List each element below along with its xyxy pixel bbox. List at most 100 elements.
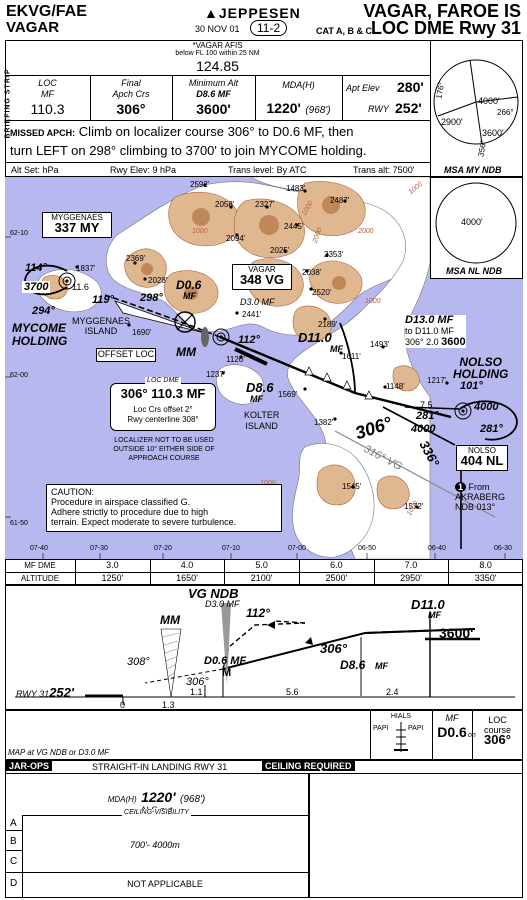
nolso-name: NOLSO — [467, 446, 496, 455]
profile-d110: D11.0 — [411, 597, 445, 612]
alt-cell: 3350' — [474, 573, 497, 583]
elev: 1837' — [76, 264, 96, 273]
dme-cell: 6.0 — [330, 560, 343, 570]
alt-cell: 2100' — [250, 573, 273, 583]
profile-d30-mf: D3.0 MF — [205, 599, 240, 609]
from-akraberg: 1 From AKRABERG NDB 013° — [455, 482, 506, 512]
msa-nl-label: MSA NL NDB — [446, 266, 502, 276]
nolso-alt: 4000 — [411, 423, 436, 435]
dme-cell: 8.0 — [479, 560, 492, 570]
elev: 1572' — [404, 502, 424, 511]
mycome-dist: 11.6 — [72, 282, 89, 292]
on-label: on — [468, 732, 476, 739]
lat-label-6200: 62-00 — [10, 372, 28, 379]
cat-d: D — [10, 878, 18, 889]
afis-sub: below FL 100 within 25 NM — [175, 50, 260, 57]
msa-nl-value: 4000' — [461, 217, 483, 227]
divider — [5, 773, 523, 774]
elev: 2327' — [255, 200, 275, 209]
divider — [255, 75, 256, 120]
elev: 1690' — [132, 328, 152, 337]
contour-label: 2000 — [358, 228, 374, 235]
profile-d86: D8.6 — [340, 658, 366, 672]
divider — [342, 75, 343, 120]
divider — [149, 559, 151, 585]
missed-approach-text-2: turn LEFT on 298° climbing to 3700' to j… — [10, 143, 367, 158]
profile-mm: MM — [160, 613, 180, 627]
profile-alt-3600: 3600' — [439, 625, 474, 641]
profile-course-112: 112° — [246, 606, 270, 620]
profile-rwy: RWY 31252' — [16, 685, 74, 700]
dme-cell: 7.0 — [404, 560, 418, 570]
contour-label: 1000 — [260, 480, 276, 487]
lat-label-6210: 62-10 — [10, 230, 28, 237]
nolso-freq-ident: 404 NL — [460, 453, 504, 468]
profile-mf-2: MF — [375, 661, 388, 671]
min-mda: MDA(H) 1220' (968') — [107, 789, 206, 805]
elev: 2487' — [330, 196, 350, 205]
d06-mf: MF — [183, 291, 196, 301]
hials-label: HIALS — [390, 713, 412, 720]
alt-row-label: ALTITUDE — [20, 574, 60, 583]
elev: 1148' — [386, 382, 405, 391]
course-112: 112° — [238, 334, 260, 346]
divider — [5, 162, 430, 163]
ceil-vis-label: CEILING-VISIBILITY — [122, 809, 191, 816]
divider — [224, 559, 226, 585]
loc-dme-freq: 306° 110.3 MF — [120, 386, 206, 401]
lon-label-0740: 07-40 — [30, 545, 48, 552]
alt-cell: 2950' — [400, 573, 422, 583]
msa-my-diagram — [433, 59, 519, 145]
apt-elev-value: 280' — [397, 79, 424, 95]
dme-row-label: MF DME — [24, 561, 56, 570]
caution-box: CAUTION: Procedure in airspace classifie… — [46, 484, 282, 532]
divider — [373, 559, 375, 585]
divider — [370, 710, 371, 760]
divider — [22, 815, 23, 898]
myggenaes-ndb-box: MYGGENAES 337 MY — [42, 212, 112, 238]
lon-label-0700: 07-00 — [288, 545, 306, 552]
elev: 1483' — [286, 184, 306, 193]
profile-course-306a: 306° — [186, 676, 209, 688]
rwy-elev-hpa: Rwy Elev: 9 hPa — [110, 165, 177, 175]
min-mf-label: MF — [445, 713, 459, 723]
vagar-ndb-box: VAGAR 348 VG — [232, 264, 292, 290]
lat-label-6150: 61-50 — [10, 520, 28, 527]
min-alt-fix: D8.6 MF — [196, 89, 231, 99]
chart-date: 30 NOV 01 — [195, 24, 240, 34]
elev: 2038' — [302, 268, 322, 277]
divider — [5, 120, 430, 121]
mda-values: 1220' (968') — [255, 100, 342, 118]
airport-city: VAGAR — [6, 19, 60, 36]
elev: 1493' — [370, 340, 390, 349]
profile-mf-1: MF — [428, 610, 441, 620]
trans-level: Trans level: By ATC — [228, 165, 307, 175]
msa-nl-box — [430, 177, 523, 279]
myggenaes-name: MYGGENAES — [51, 213, 103, 222]
caution-line-2: Adhere strictly to procedure due to high — [51, 507, 209, 517]
elev: 2592' — [190, 180, 210, 189]
profile-zero: 0 — [120, 700, 126, 710]
vis-abc: 700'- 4000m — [130, 840, 180, 850]
missed-approach: MISSED APCH: Climb on localizer course 3… — [10, 123, 428, 159]
mda-value: 1220' — [266, 100, 301, 116]
missed-approach-text-1: Climb on localizer course 306° to D0.6 M… — [78, 124, 354, 139]
elev: 1237' — [206, 370, 226, 379]
profile-d06: D0.6 MF — [204, 655, 247, 667]
jeppesen-logo-mark: ▲ — [204, 5, 219, 21]
straight-in-label: STRAIGHT-IN LANDING RWY 31 — [92, 762, 228, 772]
d06-label: D0.6 — [176, 278, 202, 292]
d110-mf: MF — [330, 344, 343, 354]
lon-label-0730: 07-30 — [90, 545, 108, 552]
msa-top-2900: 2900' — [441, 117, 463, 127]
profile-dist-11: 1.1 — [190, 687, 203, 697]
elev: 2353' — [324, 250, 344, 259]
vagar-freq-ident: 348 VG — [239, 272, 285, 287]
lon-label-0630: 06-30 — [494, 545, 512, 552]
divider — [5, 850, 22, 851]
profile-view — [5, 585, 523, 710]
loc-dme-note-1: Loc Crs offset 2° — [133, 405, 193, 414]
profile-vg-ndb: VG NDB — [188, 586, 239, 601]
